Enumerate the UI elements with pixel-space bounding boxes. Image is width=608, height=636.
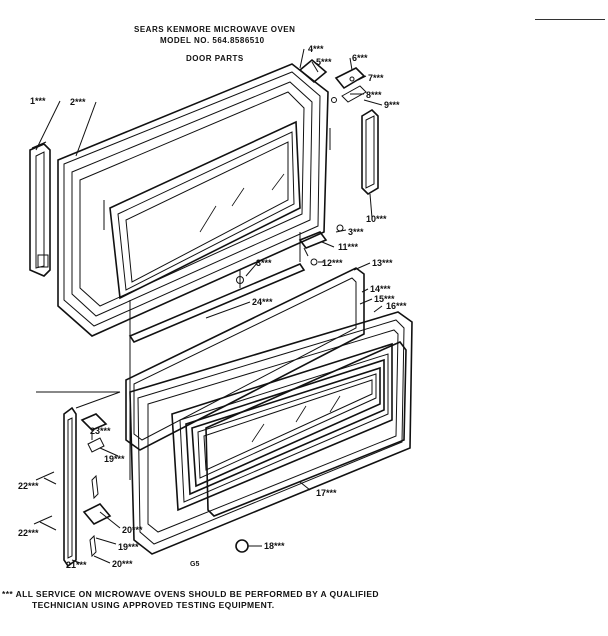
callout-22-upper: 22*** xyxy=(18,481,39,491)
callout-22-lower: 22*** xyxy=(18,528,39,538)
part-top-hinge xyxy=(298,58,367,103)
part-seal-strip xyxy=(128,263,306,343)
callout-19-upper: 19*** xyxy=(104,454,125,464)
callout-3-upper: 3*** xyxy=(348,227,364,237)
callout-21: 21*** xyxy=(66,560,87,570)
service-note-line2: TECHNICIAN USING APPROVED TESTING EQUIPM… xyxy=(32,600,275,610)
callout-1: 1*** xyxy=(30,96,46,106)
diagram-title: SEARS KENMORE MICROWAVE OVEN xyxy=(134,25,296,34)
callout-13: 13*** xyxy=(372,258,393,268)
callout-11: 11*** xyxy=(338,242,359,252)
callout-6: 6*** xyxy=(352,53,368,63)
callout-8: 8*** xyxy=(366,90,382,100)
callout-labels: 1*** 2*** 4*** 5*** 6*** 7*** 8*** 9*** … xyxy=(18,44,407,570)
callout-2: 2*** xyxy=(70,97,86,107)
callout-10: 10*** xyxy=(366,214,387,224)
callout-5: 5*** xyxy=(316,57,332,67)
callout-24: 24*** xyxy=(252,297,273,307)
callout-16: 16*** xyxy=(386,301,407,311)
part-bottom-hinge xyxy=(33,406,112,568)
callout-23: 23*** xyxy=(90,426,111,436)
model-number: MODEL NO. 564.8586510 xyxy=(160,36,265,45)
callout-20-upper: 20*** xyxy=(122,525,143,535)
part-handle xyxy=(29,141,51,277)
callout-12: 12*** xyxy=(322,258,343,268)
part-inner-frame xyxy=(129,311,413,555)
callout-7: 7*** xyxy=(368,73,384,83)
part-outer-frame xyxy=(57,63,329,337)
callout-9: 9*** xyxy=(384,100,400,110)
glass-reflections xyxy=(199,173,341,443)
callout-18: 18*** xyxy=(264,541,285,551)
leader-lines xyxy=(35,48,383,564)
callout-4: 4*** xyxy=(308,44,324,54)
callout-17: 17*** xyxy=(316,488,337,498)
part-hinge-clips xyxy=(298,231,328,266)
callout-19-lower: 19*** xyxy=(118,542,139,552)
part-right-strip xyxy=(361,108,379,196)
alignment-lines xyxy=(36,128,331,480)
callout-15: 15*** xyxy=(374,294,395,304)
part-choke-frame xyxy=(125,267,365,451)
callout-20-lower: 20*** xyxy=(112,559,133,569)
figure-code: G5 xyxy=(190,561,199,568)
section-title: DOOR PARTS xyxy=(186,54,244,63)
scan-rule xyxy=(535,19,605,20)
callout-3-lower: 3*** xyxy=(256,258,272,268)
service-note-line1: *** ALL SERVICE ON MICROWAVE OVENS SHOUL… xyxy=(2,589,379,599)
callout-14: 14*** xyxy=(370,284,391,294)
